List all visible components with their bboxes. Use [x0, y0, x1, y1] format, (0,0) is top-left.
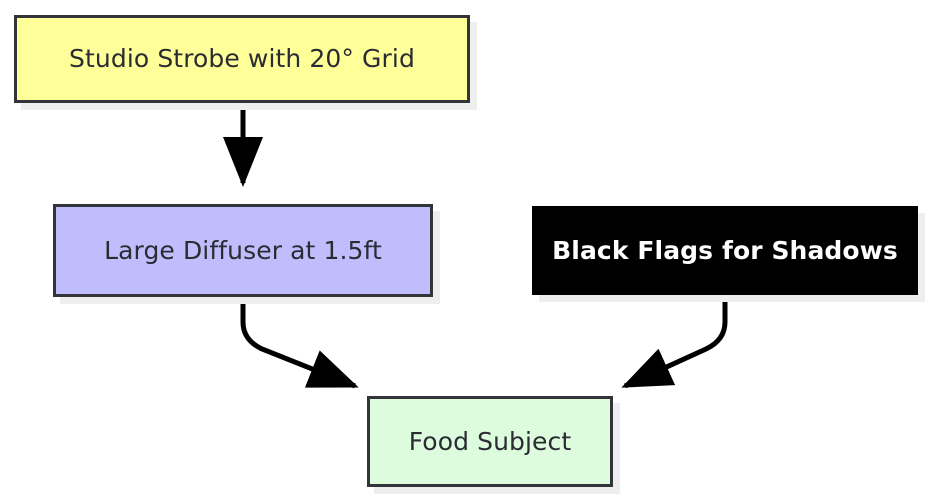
node-black-flags[interactable]: Black Flags for Shadows	[532, 206, 918, 295]
edge-diffuser-to-subject	[240, 297, 359, 389]
edge-flags-to-subject	[621, 295, 728, 389]
node-black-flags-label: Black Flags for Shadows	[552, 235, 898, 265]
node-studio-strobe[interactable]: Studio Strobe with 20° Grid	[14, 15, 470, 103]
node-studio-strobe-label: Studio Strobe with 20° Grid	[69, 44, 415, 74]
node-food-subject-label: Food Subject	[408, 426, 572, 456]
node-large-diffuser-label: Large Diffuser at 1.5ft	[104, 235, 382, 265]
node-large-diffuser[interactable]: Large Diffuser at 1.5ft	[53, 204, 433, 297]
node-food-subject[interactable]: Food Subject	[367, 396, 613, 487]
